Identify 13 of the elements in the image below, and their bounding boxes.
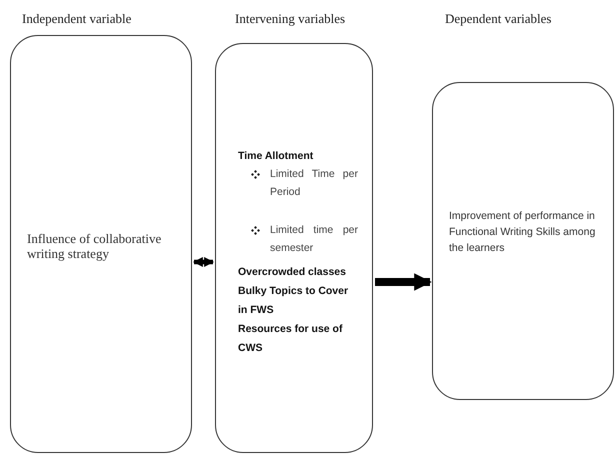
factor-heading: Overcrowded classes — [238, 265, 347, 280]
column-heading: Intervening variables — [235, 11, 346, 27]
bullet-item: Limited time per semester — [270, 223, 358, 256]
body-text: Influence of collaborative writing strategy — [27, 231, 162, 261]
column-heading: Dependent variables — [445, 11, 552, 27]
arrow — [375, 273, 432, 291]
arrow — [193, 257, 214, 267]
factor-heading: Bulky Topics to Cover in FWS — [238, 284, 350, 318]
bullet-item: Limited Time per Period — [270, 167, 358, 200]
column-heading: Independent variable — [22, 11, 132, 27]
factor-heading: Time Allotment — [238, 149, 314, 164]
body-text: Improvement of performance in Functional Writing Skills among the learners — [449, 209, 596, 256]
factor-heading: Resources for use of CWS — [238, 322, 344, 356]
